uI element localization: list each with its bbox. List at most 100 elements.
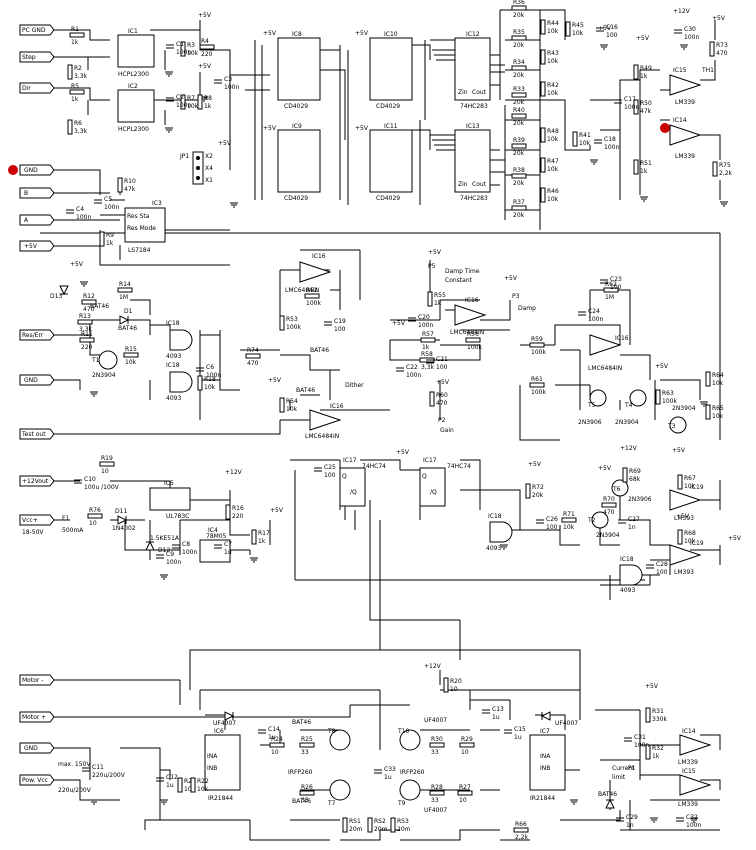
connector-gnd-encoder[interactable]: GND [19, 164, 55, 176]
capacitor-ref: C8 [182, 541, 190, 548]
resistor-value: 1k [71, 96, 79, 103]
connector-motor-minus[interactable]: Motor - [19, 674, 55, 686]
resistor-value: 20k [513, 42, 525, 49]
svg-text:BAT46: BAT46 [292, 798, 311, 805]
misc-labels: JP1 X2 X4 X1 Damp Time Constant P5 Damp … [58, 67, 714, 814]
capacitor-value: 100n [182, 549, 197, 556]
resistor-value: 10k [547, 136, 559, 143]
capacitor-value: 100n [206, 372, 221, 379]
connector-gnd-power[interactable]: GND [19, 742, 55, 754]
capacitor-ref: C12 [166, 774, 178, 781]
capacitor-value: 220u/200V [92, 772, 126, 779]
resistor-ref: R8 [204, 95, 212, 102]
resistor-ref: R17 [258, 530, 270, 537]
resistor-value: 10 [101, 468, 109, 475]
connector-b[interactable]: B [19, 187, 55, 199]
svg-text:D1: D1 [124, 308, 133, 315]
capacitor-ref: C16 [606, 24, 618, 31]
connector-pow-vcc[interactable]: Pow. Vcc [19, 774, 55, 786]
rail-p5v-11: +5V [70, 261, 84, 268]
svg-text:Q: Q [422, 473, 427, 480]
svg-text:Dither: Dither [345, 382, 364, 389]
capacitor-value: 1u [224, 549, 232, 556]
svg-text:limit: limit [612, 774, 626, 781]
connector-gnd-reset[interactable]: GND [19, 374, 55, 386]
resistor-value: 1k [422, 344, 430, 351]
svg-text:IC5: IC5 [164, 480, 174, 487]
resistor-value: 2,2k [515, 834, 529, 841]
resistor-value: 1k [640, 73, 648, 80]
capacitor-value: 100n [76, 214, 91, 221]
resistor-value: 1k [258, 538, 266, 545]
d13: D13 [50, 285, 69, 300]
resistor-value: 33 [301, 797, 309, 804]
resistor-ref: R72 [532, 484, 544, 491]
svg-text:Test out: Test out [21, 431, 46, 438]
connector-res-err[interactable]: Res/Err [19, 329, 55, 341]
svg-text:IC19: IC19 [690, 484, 704, 491]
capacitor-ref: C14 [268, 726, 280, 733]
svg-text:IC14: IC14 [682, 728, 696, 735]
svg-text:IC18: IC18 [166, 362, 180, 369]
capacitor-value: 100 [436, 364, 448, 371]
resistor-value: 1k [652, 753, 660, 760]
connector-a[interactable]: A [19, 214, 55, 226]
resistor-value: 470 [716, 50, 728, 57]
rail-p5v-13: +5V [428, 249, 442, 256]
svg-text:74HC283: 74HC283 [460, 195, 488, 202]
svg-text:UL783C: UL783C [166, 513, 189, 520]
svg-text:T5: T5 [587, 402, 596, 409]
svg-text:LMC6484IN: LMC6484IN [305, 433, 339, 440]
capacitor-ref: C33 [384, 766, 396, 773]
rail-p5v-2: +5V [198, 63, 212, 70]
svg-text:T6: T6 [612, 486, 621, 493]
resistor-ref: R61 [531, 376, 543, 383]
connector-p5v[interactable]: +5V [19, 240, 55, 252]
svg-text:LMC6484IN: LMC6484IN [450, 329, 484, 336]
capacitor-ref: C5 [104, 196, 112, 203]
resistor-value: 10k [286, 406, 298, 413]
resistor-value: 1M [119, 294, 128, 301]
connector-pc-gnd[interactable]: PC GND [19, 24, 55, 36]
svg-text:T3: T3 [667, 423, 676, 430]
uf-left: UF4007 [213, 711, 236, 727]
svg-text:INA: INA [540, 753, 551, 760]
svg-text:CD4029: CD4029 [284, 195, 308, 202]
capacitor-value: 100n [634, 742, 649, 749]
connector-p12vout[interactable]: +12Vout [19, 475, 55, 487]
svg-text:74HC74: 74HC74 [362, 463, 386, 470]
connector-motor-plus[interactable]: Motor + [19, 711, 55, 723]
svg-text:74HC74: 74HC74 [447, 463, 471, 470]
resistor-ref: RS2 [374, 818, 386, 825]
resistor-value: 1M [605, 294, 614, 301]
connector-vcc[interactable]: Vcc+18-50V [19, 514, 55, 536]
resistor-value: 20k [513, 99, 525, 106]
svg-text:Pow. Vcc: Pow. Vcc [22, 777, 48, 784]
resistor-value: 20k [513, 150, 525, 157]
svg-text:UF4007: UF4007 [213, 720, 236, 727]
capacitor-value: 1n [628, 524, 636, 531]
connector-dir[interactable]: Dir [19, 82, 55, 94]
connector-step[interactable]: Step [19, 51, 55, 63]
connector-test-out[interactable]: Test out [19, 428, 55, 440]
resistor-value: 220 [201, 51, 213, 58]
resistor-value: 3,3k [74, 128, 88, 135]
